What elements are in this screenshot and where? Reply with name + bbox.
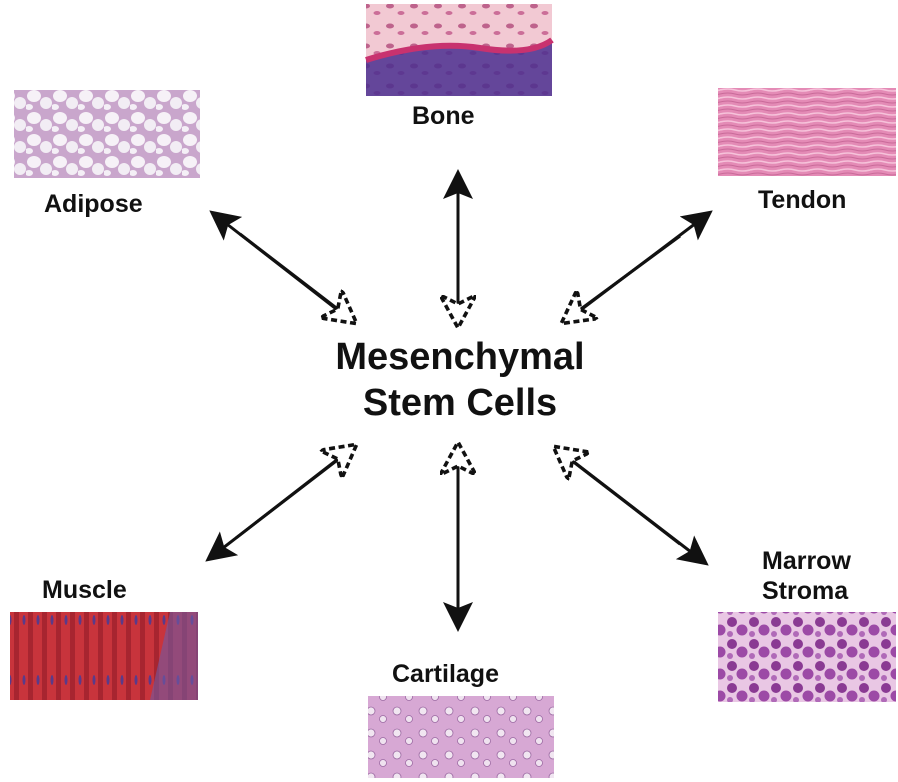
arrow-marrow-stroma-back	[558, 450, 680, 544]
label-marrow-line2: Stroma	[762, 576, 851, 606]
center-title-line2: Stem Cells	[300, 380, 620, 426]
label-cartilage: Cartilage	[392, 660, 499, 688]
muscle-image	[10, 612, 198, 700]
label-adipose: Adipose	[44, 190, 143, 218]
center-title-line1: Mesenchymal	[300, 334, 620, 380]
adipose-image	[14, 90, 200, 178]
label-muscle: Muscle	[42, 576, 127, 604]
tendon-image	[718, 88, 896, 176]
label-marrow-line1: Marrow	[762, 546, 851, 576]
cartilage-image	[368, 696, 554, 778]
arrow-tendon-back	[566, 236, 680, 320]
arrow-muscle-back	[236, 448, 352, 538]
center-title-mesenchymal-stem-cells: Mesenchymal Stem Cells	[300, 334, 620, 426]
marrow-stroma-image	[718, 612, 896, 702]
label-tendon: Tendon	[758, 186, 846, 214]
label-bone: Bone	[412, 102, 475, 130]
label-marrow-stroma: Marrow Stroma	[762, 546, 851, 606]
arrow-adipose-back	[240, 234, 352, 320]
bone-image	[366, 4, 552, 96]
